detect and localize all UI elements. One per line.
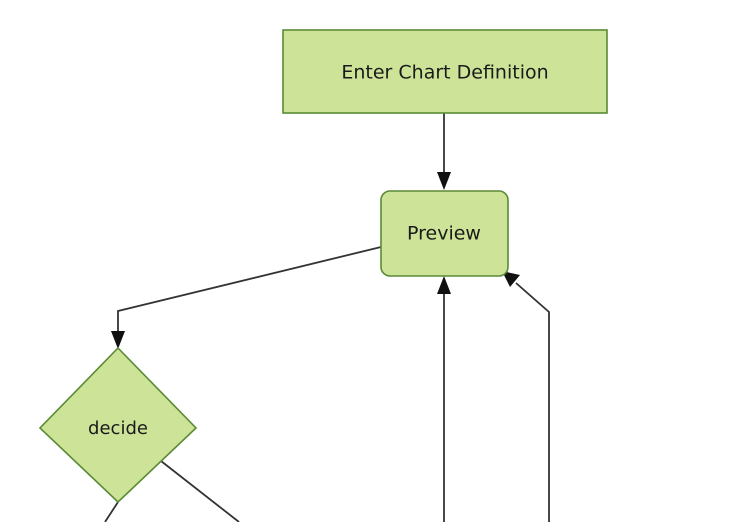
node-label-preview: Preview bbox=[407, 223, 481, 245]
edge-line bbox=[160, 460, 240, 522]
edge-decide-bottom-left bbox=[104, 501, 119, 522]
edge-enter-to-preview bbox=[437, 113, 451, 190]
node-shape-rectangle[interactable] bbox=[282, 29, 608, 114]
edge-decide-bottom-right bbox=[160, 460, 240, 522]
edge-line bbox=[515, 282, 550, 522]
node-enter-chart-definition[interactable]: Enter Chart Definition bbox=[282, 29, 608, 114]
node-shape-diamond[interactable] bbox=[38, 346, 198, 504]
arrow-head-icon bbox=[502, 271, 520, 287]
arrow-head-icon bbox=[437, 172, 451, 190]
arrow-head-icon bbox=[111, 331, 125, 349]
arrow-head-icon bbox=[437, 276, 451, 294]
edge-bottom-center-to-preview bbox=[437, 276, 451, 522]
edge-preview-to-decide bbox=[111, 246, 382, 349]
node-decide[interactable]: decide bbox=[38, 346, 198, 504]
edge-line bbox=[104, 501, 119, 522]
node-label-enter-chart-definition: Enter Chart Definition bbox=[341, 62, 548, 84]
edge-line bbox=[117, 246, 382, 334]
node-preview[interactable]: Preview bbox=[380, 190, 509, 277]
node-label-decide: decide bbox=[88, 418, 148, 439]
edge-bottom-right-to-preview bbox=[502, 271, 550, 522]
node-shape-rounded-rectangle[interactable] bbox=[380, 190, 509, 277]
